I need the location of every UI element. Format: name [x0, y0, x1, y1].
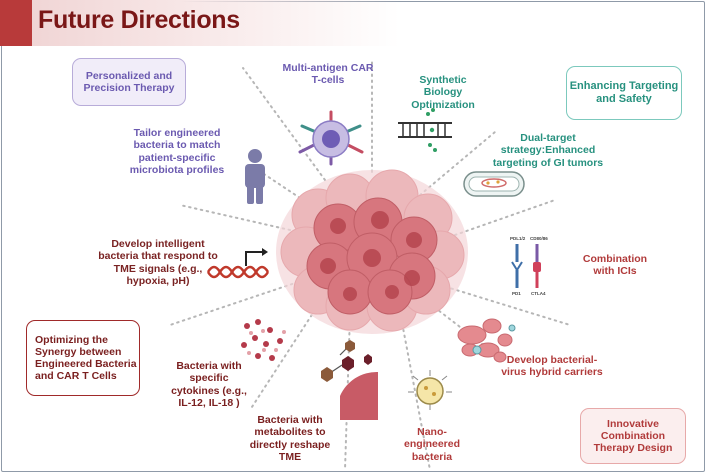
category-targeting-label: Enhancing Targeting and Safety: [569, 80, 679, 105]
label-synthetic-biology: Synthetic Biology Optimization: [411, 74, 475, 111]
category-combination: Innovative Combination Therapy Design: [580, 408, 686, 464]
cytokine-dots-icon: [241, 319, 286, 361]
category-synergy-label: Optimizing the Synergy between Engineere…: [35, 333, 137, 383]
person-icon: [245, 149, 265, 204]
ctla4-label: CTLA4: [531, 291, 546, 296]
category-personalized: Personalized and Precision Therapy: [72, 58, 186, 106]
checkpoint-receptor-icon: [511, 244, 541, 288]
category-synergy: Optimizing the Synergy between Engineere…: [26, 320, 140, 396]
title-accent-bar: [0, 0, 32, 46]
label-metabolites: Bacteria with metabolites to directly re…: [249, 414, 331, 464]
label-hybrid: Develop bacterial-virus hybrid carriers: [501, 354, 603, 379]
car-t-cell-icon: [298, 110, 364, 166]
dna-ladder-icon: [398, 108, 452, 152]
label-multi-antigen: Multi-antigen CAR T-cells: [282, 62, 374, 87]
label-cytokines: Bacteria with specific cytokines (e.g., …: [171, 360, 247, 410]
label-ici: Combination with ICIs: [582, 253, 648, 278]
tumor-cell-cluster-icon: [276, 169, 468, 334]
pd1-label: PD1: [512, 291, 521, 296]
metabolite-hexagon-icon: [321, 340, 372, 382]
bacterium-capsule-icon: [463, 171, 525, 197]
page-title: Future Directions: [38, 6, 240, 34]
label-tailor: Tailor engineered bacteria to match pati…: [129, 127, 225, 177]
gene-promoter-icon: [206, 248, 270, 279]
nano-bacterium-icon: [340, 370, 452, 420]
category-combination-label: Innovative Combination Therapy Design: [593, 417, 673, 455]
virus-hybrid-icon: [457, 318, 516, 363]
label-dual-target: Dual-target strategy:Enhanced targeting …: [492, 132, 604, 169]
pdl-label: PDL1/2: [510, 236, 526, 241]
category-personalized-label: Personalized and Precision Therapy: [83, 69, 175, 94]
category-targeting: Enhancing Targeting and Safety: [566, 66, 682, 120]
label-intelligent: Develop intelligent bacteria that respon…: [98, 238, 218, 288]
label-nano: Nano-engineered bacteria: [403, 426, 461, 463]
cd80-label: CD80/86: [530, 236, 548, 241]
title-banner: Future Directions: [0, 0, 400, 46]
